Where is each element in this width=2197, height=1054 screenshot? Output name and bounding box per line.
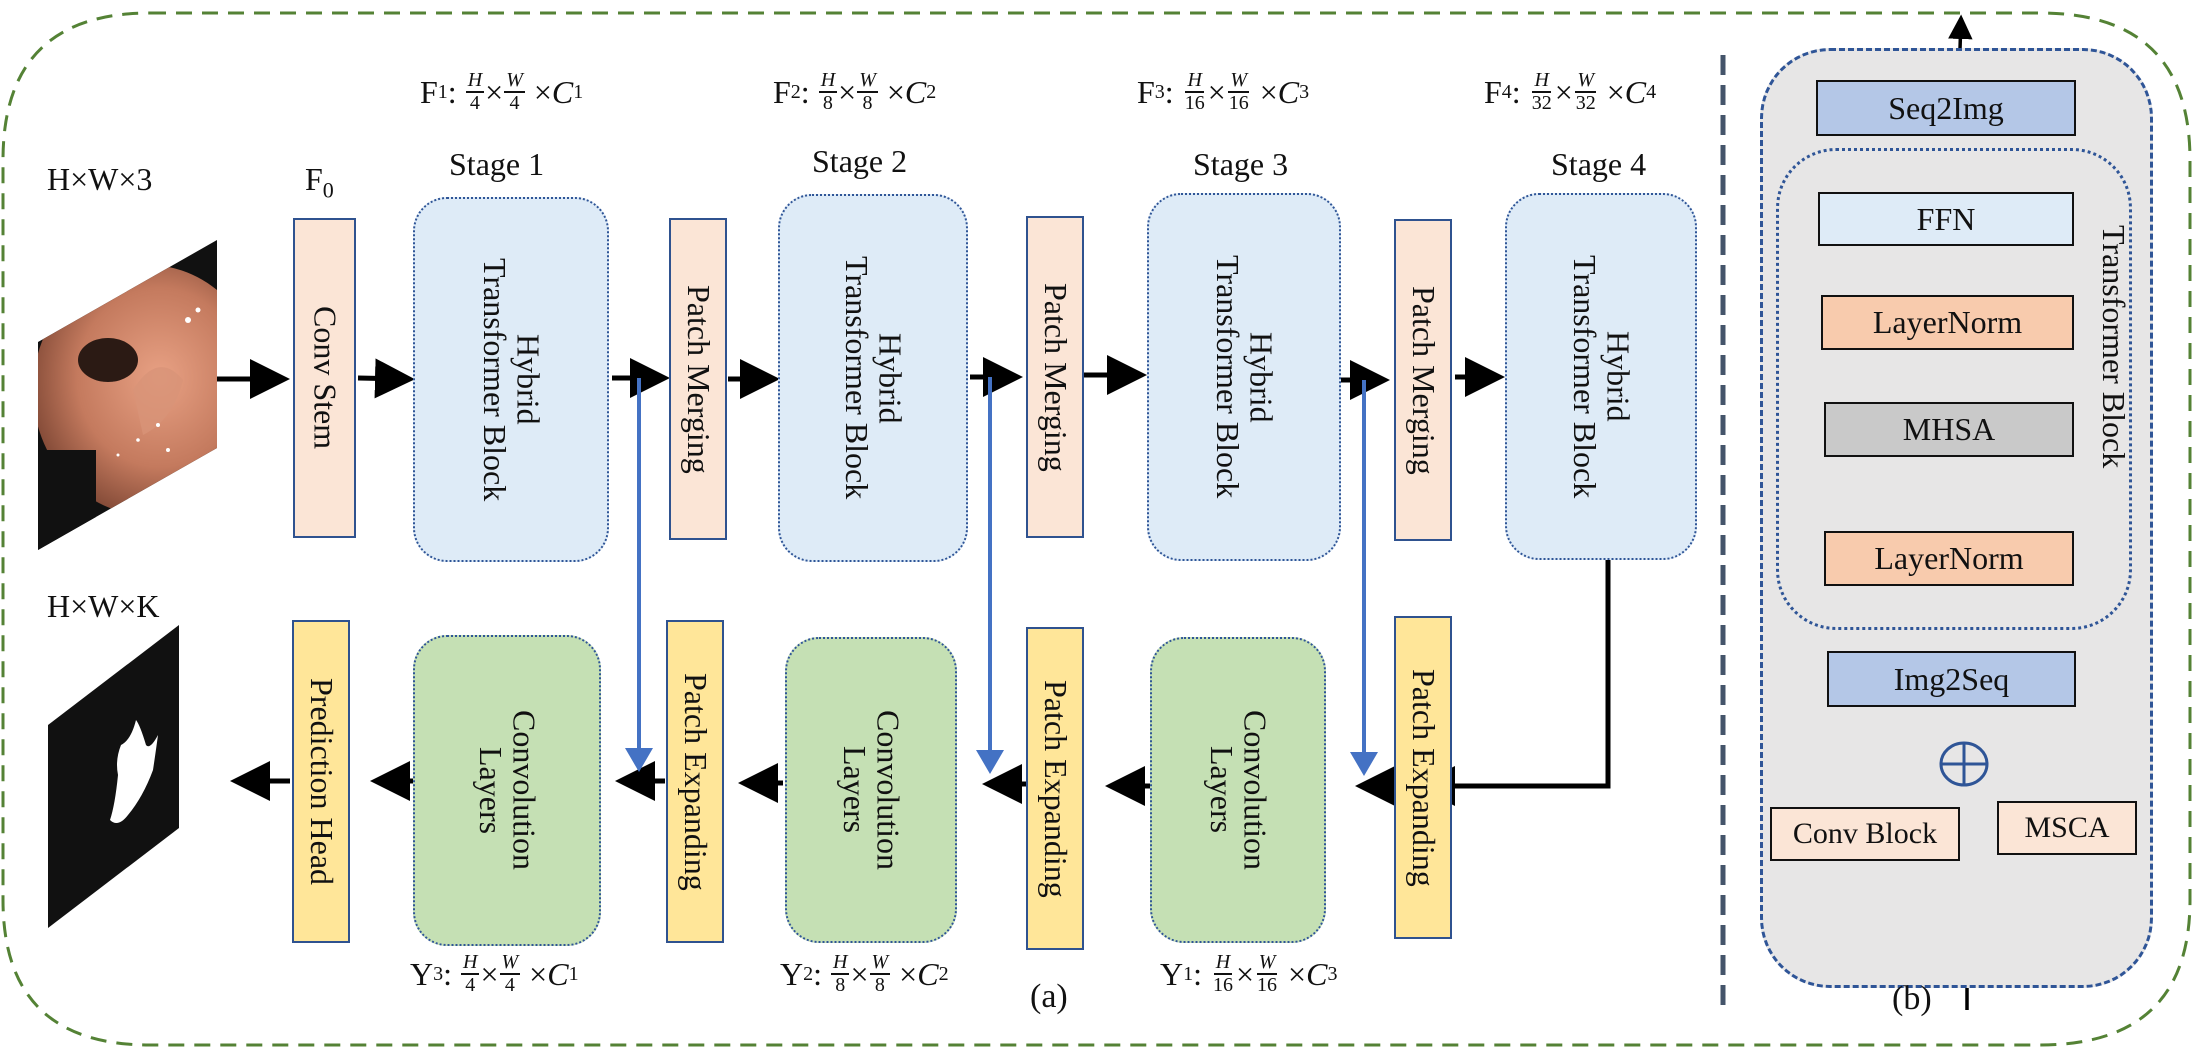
- mhsa-block[interactable]: MHSA: [1824, 402, 2074, 457]
- conv-stem-block[interactable]: Conv Stem: [293, 218, 356, 538]
- img2seq-block[interactable]: Img2Seq: [1827, 651, 2076, 707]
- seq2img-block[interactable]: Seq2Img: [1816, 80, 2076, 136]
- conv-stem-label: Conv Stem: [307, 306, 344, 450]
- segmentation-mask-output: [48, 625, 179, 928]
- colonoscopy-input-image: [38, 240, 217, 550]
- msca-block[interactable]: MSCA: [1997, 801, 2137, 855]
- patch-merging-3[interactable]: Patch Merging: [1394, 219, 1452, 541]
- stage-4-label: Stage 4: [1551, 146, 1647, 182]
- patch-merging-label: Patch Merging: [680, 284, 717, 474]
- stage-3-label: Stage 3: [1193, 146, 1289, 182]
- prediction-head-block[interactable]: Prediction Head: [292, 620, 350, 943]
- input-dims-label: H×W×3: [47, 161, 153, 197]
- arrow-stem-to-stage1: [357, 358, 415, 399]
- patch-merging-label: Patch Merging: [1037, 282, 1074, 472]
- patch-expanding-label: Patch Expanding: [1405, 668, 1442, 887]
- stage-1-label: Stage 1: [449, 146, 545, 182]
- patch-merging-1[interactable]: Patch Merging: [669, 218, 727, 540]
- figure-a-caption: (a): [1030, 978, 1068, 1015]
- add-operator-icon: [1939, 741, 1989, 787]
- patch-merging-label: Patch Merging: [1405, 285, 1442, 475]
- arrow-stage4-to-expand1: [1415, 560, 1611, 806]
- patch-expanding-1[interactable]: Patch Expanding: [1394, 616, 1452, 939]
- figure-b-caption: (b): [1892, 980, 1932, 1017]
- conv-block[interactable]: Conv Block: [1770, 807, 1960, 861]
- patch-expanding-label: Patch Expanding: [677, 672, 714, 891]
- layernorm-bottom-block[interactable]: LayerNorm: [1824, 531, 2074, 586]
- layernorm-top-block[interactable]: LayerNorm: [1821, 295, 2074, 350]
- prediction-head-label: Prediction Head: [303, 677, 340, 886]
- patch-expanding-3[interactable]: Patch Expanding: [666, 620, 724, 943]
- patch-merging-2[interactable]: Patch Merging: [1026, 216, 1084, 538]
- outer-frame-border: [1, 11, 2192, 1047]
- output-dims-label: H×W×K: [47, 588, 160, 624]
- skip-connections: [625, 377, 1378, 776]
- transformer-block-group: [1776, 148, 2132, 630]
- decoder-arrows: [230, 761, 1395, 806]
- patch-expanding-2[interactable]: Patch Expanding: [1026, 627, 1084, 950]
- patch-expanding-label: Patch Expanding: [1037, 679, 1074, 898]
- f0-label: F0: [305, 161, 334, 203]
- transformer-block-group-label: Transformer Block: [2096, 225, 2132, 469]
- stage-2-label: Stage 2: [812, 143, 908, 179]
- ffn-block[interactable]: FFN: [1818, 192, 2074, 246]
